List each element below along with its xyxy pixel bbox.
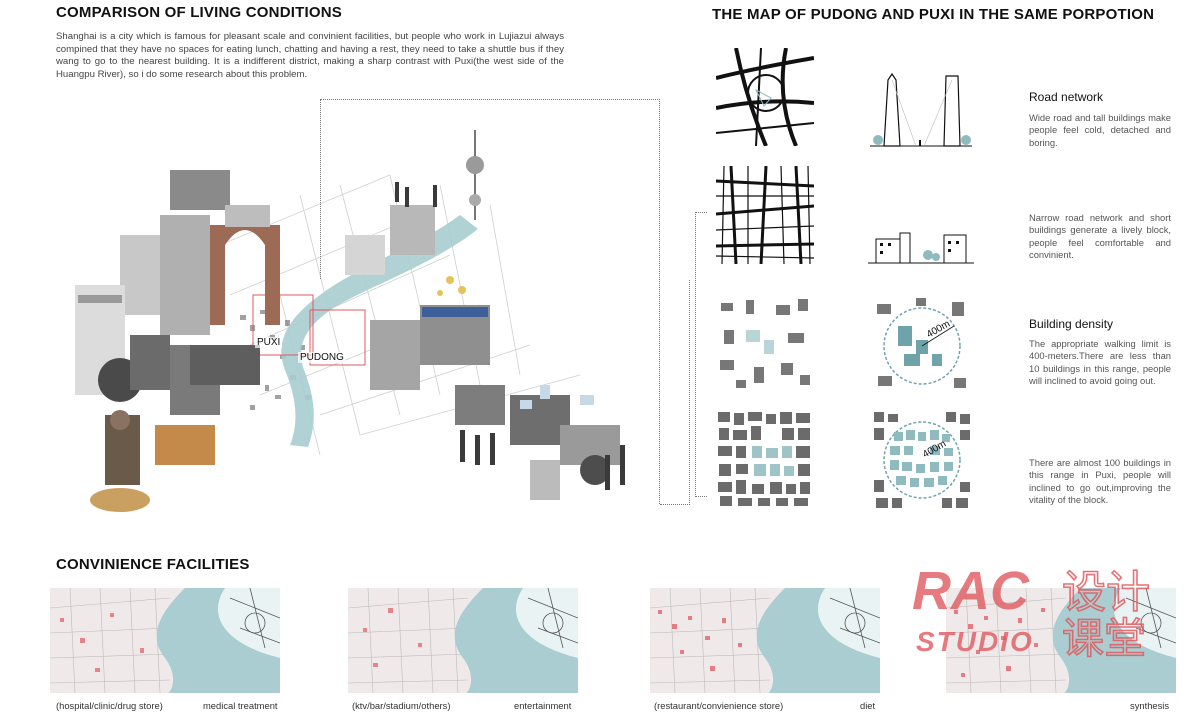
facility-map-synthesis (946, 588, 1176, 693)
caption-right-synthesis: synthesis (1130, 700, 1170, 711)
facility-map-entertainment (348, 588, 578, 693)
section-title-living-conditions: COMPARISON OF LIVING CONDITIONS (56, 4, 342, 21)
logo-studio: STUDIO (916, 626, 1034, 657)
logo-cn-top: 设计 (1062, 567, 1150, 618)
caption-left-diet: (restaurant/convienience store) (654, 700, 784, 711)
dotted-connector-bracket (695, 212, 707, 497)
caption-right-medical: medical treatment (203, 700, 278, 711)
facility-map-medical (50, 588, 280, 693)
caption-right-diet: diet (860, 700, 876, 711)
dotted-connector-side (320, 99, 321, 279)
text-density-pudong: The appropriate walking limit is 400-met… (1029, 338, 1171, 386)
density-circle-puxi: 400m (872, 410, 972, 510)
caption-left-entertainment: (ktv/bar/stadium/others) (352, 700, 451, 711)
text-density-puxi: There are almost 100 buildings in this r… (1029, 457, 1171, 505)
density-circle-pudong: 400m (872, 296, 972, 396)
tall-buildings-sketch (866, 70, 976, 150)
logo-cn-bottom: 课堂 (1062, 614, 1146, 658)
building-density-pudong (716, 295, 814, 393)
rac-studio-logo: RAC STUDIO 设计 课堂 (912, 561, 1172, 664)
logo-mark: RAC (912, 563, 1030, 621)
caption-right-entertainment: entertainment (514, 700, 572, 711)
caption-left-medical: (hospital/clinic/drug store) (56, 700, 163, 711)
heading-building-density: Building density (1029, 317, 1114, 331)
map-label-pudong: PUDONG (298, 352, 346, 363)
dotted-connector-bottom (660, 280, 690, 505)
road-map-pudong (716, 48, 814, 146)
section-title-map-comparison: THE MAP OF PUDONG AND PUXI IN THE SAME P… (712, 6, 1155, 23)
dotted-connector (320, 99, 660, 504)
map-label-puxi: PUXI (255, 337, 283, 348)
text-road-network-puxi: Narrow road network and short buildings … (1029, 212, 1171, 260)
facility-map-diet (650, 588, 880, 693)
intro-paragraph: Shanghai is a city which is famous for p… (56, 31, 564, 80)
photo-map-collage: PUXI PUDONG (60, 95, 690, 515)
building-density-puxi (716, 410, 814, 508)
heading-road-network: Road network (1029, 90, 1104, 104)
section-title-facilities: CONVINIENCE FACILITIES (56, 556, 250, 573)
short-buildings-sketch (866, 225, 976, 265)
road-map-puxi (716, 166, 814, 264)
text-road-network-pudong: Wide road and tall buildings make people… (1029, 112, 1171, 148)
